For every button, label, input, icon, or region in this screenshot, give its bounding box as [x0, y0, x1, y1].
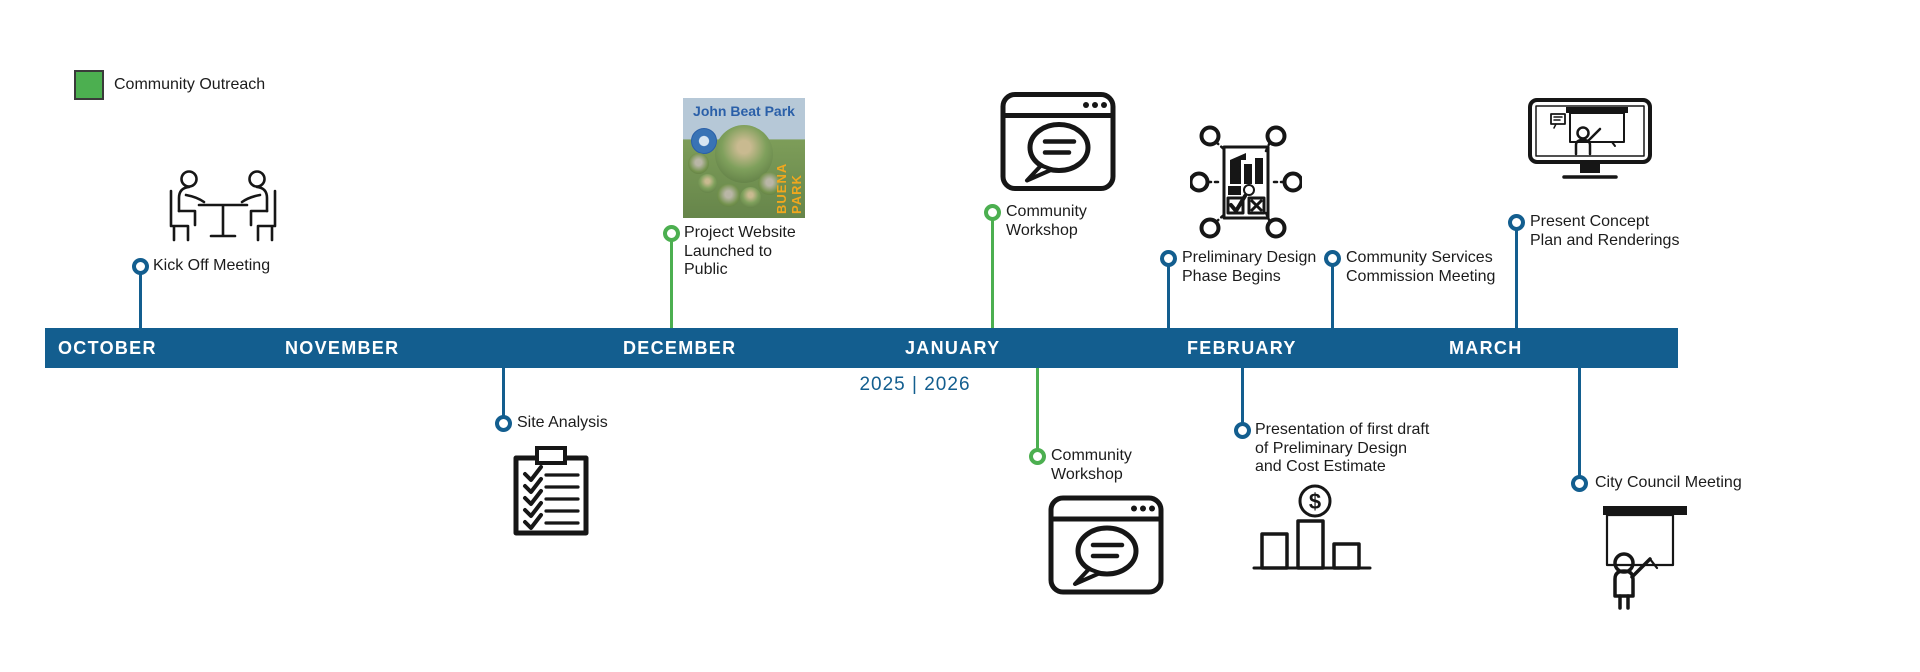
- milestone-label-cost-draft: Presentation of first draft of Prelimina…: [1255, 421, 1430, 475]
- connector-city-council: [1577, 368, 1581, 483]
- milestone-label-present-concept: Present Concept Plan and Renderings: [1530, 213, 1680, 249]
- connector-workshop-top: [990, 212, 994, 328]
- marker-present-concept: [1508, 214, 1525, 231]
- year-label: 2025 | 2026: [859, 374, 971, 395]
- month-march: MARCH: [1449, 337, 1523, 358]
- buena-park-side-text: BUENA PARK: [774, 163, 804, 214]
- marker-kickoff: [132, 258, 149, 275]
- cost-bar-chart-icon: $: [1252, 480, 1372, 580]
- milestone-label-commission: Community Services Commission Meeting: [1346, 249, 1496, 285]
- connector-cost-draft: [1240, 368, 1244, 430]
- legend-label: Community Outreach: [114, 76, 266, 93]
- park-website-title: John Beat Park: [693, 103, 795, 119]
- milestone-label-workshop-bottom: Community Workshop: [1051, 447, 1132, 483]
- checklist-clipboard-icon: [512, 445, 590, 537]
- marker-workshop-bottom: [1029, 448, 1046, 465]
- photo-bubble-icon: [717, 184, 740, 207]
- meeting-table-icon: [153, 170, 293, 250]
- dollar-glyph: $: [1309, 489, 1321, 514]
- month-january: JANUARY: [905, 337, 1001, 358]
- city-seal-icon: [691, 128, 717, 154]
- connector-prelim-design: [1166, 258, 1170, 328]
- connector-present-concept: [1514, 222, 1518, 328]
- month-october: OCTOBER: [58, 337, 157, 358]
- legend: Community Outreach: [74, 70, 265, 100]
- connector-website: [669, 233, 673, 328]
- park-website-thumbnail: John Beat Park BUENA PARK: [683, 98, 805, 218]
- design-document-network-icon: [1190, 124, 1302, 242]
- photo-bubble-icon: [688, 153, 709, 174]
- connector-site-analysis: [501, 368, 505, 423]
- marker-commission: [1324, 250, 1341, 267]
- photo-bubble-icon: [758, 172, 781, 195]
- marker-prelim-design: [1160, 250, 1177, 267]
- marker-workshop-top: [984, 204, 1001, 221]
- milestone-label-city-council: City Council Meeting: [1595, 474, 1742, 491]
- connector-workshop-bottom: [1035, 368, 1039, 456]
- browser-chat-icon: [1000, 91, 1116, 192]
- connector-kickoff: [138, 266, 142, 328]
- month-november: NOVEMBER: [285, 337, 400, 358]
- monitor-presenter-icon: [1528, 98, 1652, 182]
- milestone-label-kickoff: Kick Off Meeting: [153, 257, 271, 274]
- marker-site-analysis: [495, 415, 512, 432]
- community-outreach-swatch-icon: [74, 70, 104, 100]
- marker-website: [663, 225, 680, 242]
- presenter-screen-icon: [1595, 500, 1695, 612]
- marker-city-council: [1571, 475, 1588, 492]
- browser-chat-icon: [1048, 492, 1164, 598]
- milestone-label-workshop-top: Community Workshop: [1006, 203, 1087, 239]
- month-february: FEBRUARY: [1187, 337, 1297, 358]
- photo-bubble-icon: [698, 174, 717, 193]
- photo-bubble-icon: [740, 187, 761, 208]
- milestone-label-site-analysis: Site Analysis: [517, 414, 608, 431]
- milestone-label-website: Project Website Launched to Public: [684, 224, 796, 278]
- marker-cost-draft: [1234, 422, 1251, 439]
- month-december: DECEMBER: [623, 337, 737, 358]
- connector-commission: [1330, 258, 1334, 328]
- milestone-label-prelim-design: Preliminary Design Phase Begins: [1182, 249, 1317, 285]
- timeline-bar: [45, 328, 1678, 368]
